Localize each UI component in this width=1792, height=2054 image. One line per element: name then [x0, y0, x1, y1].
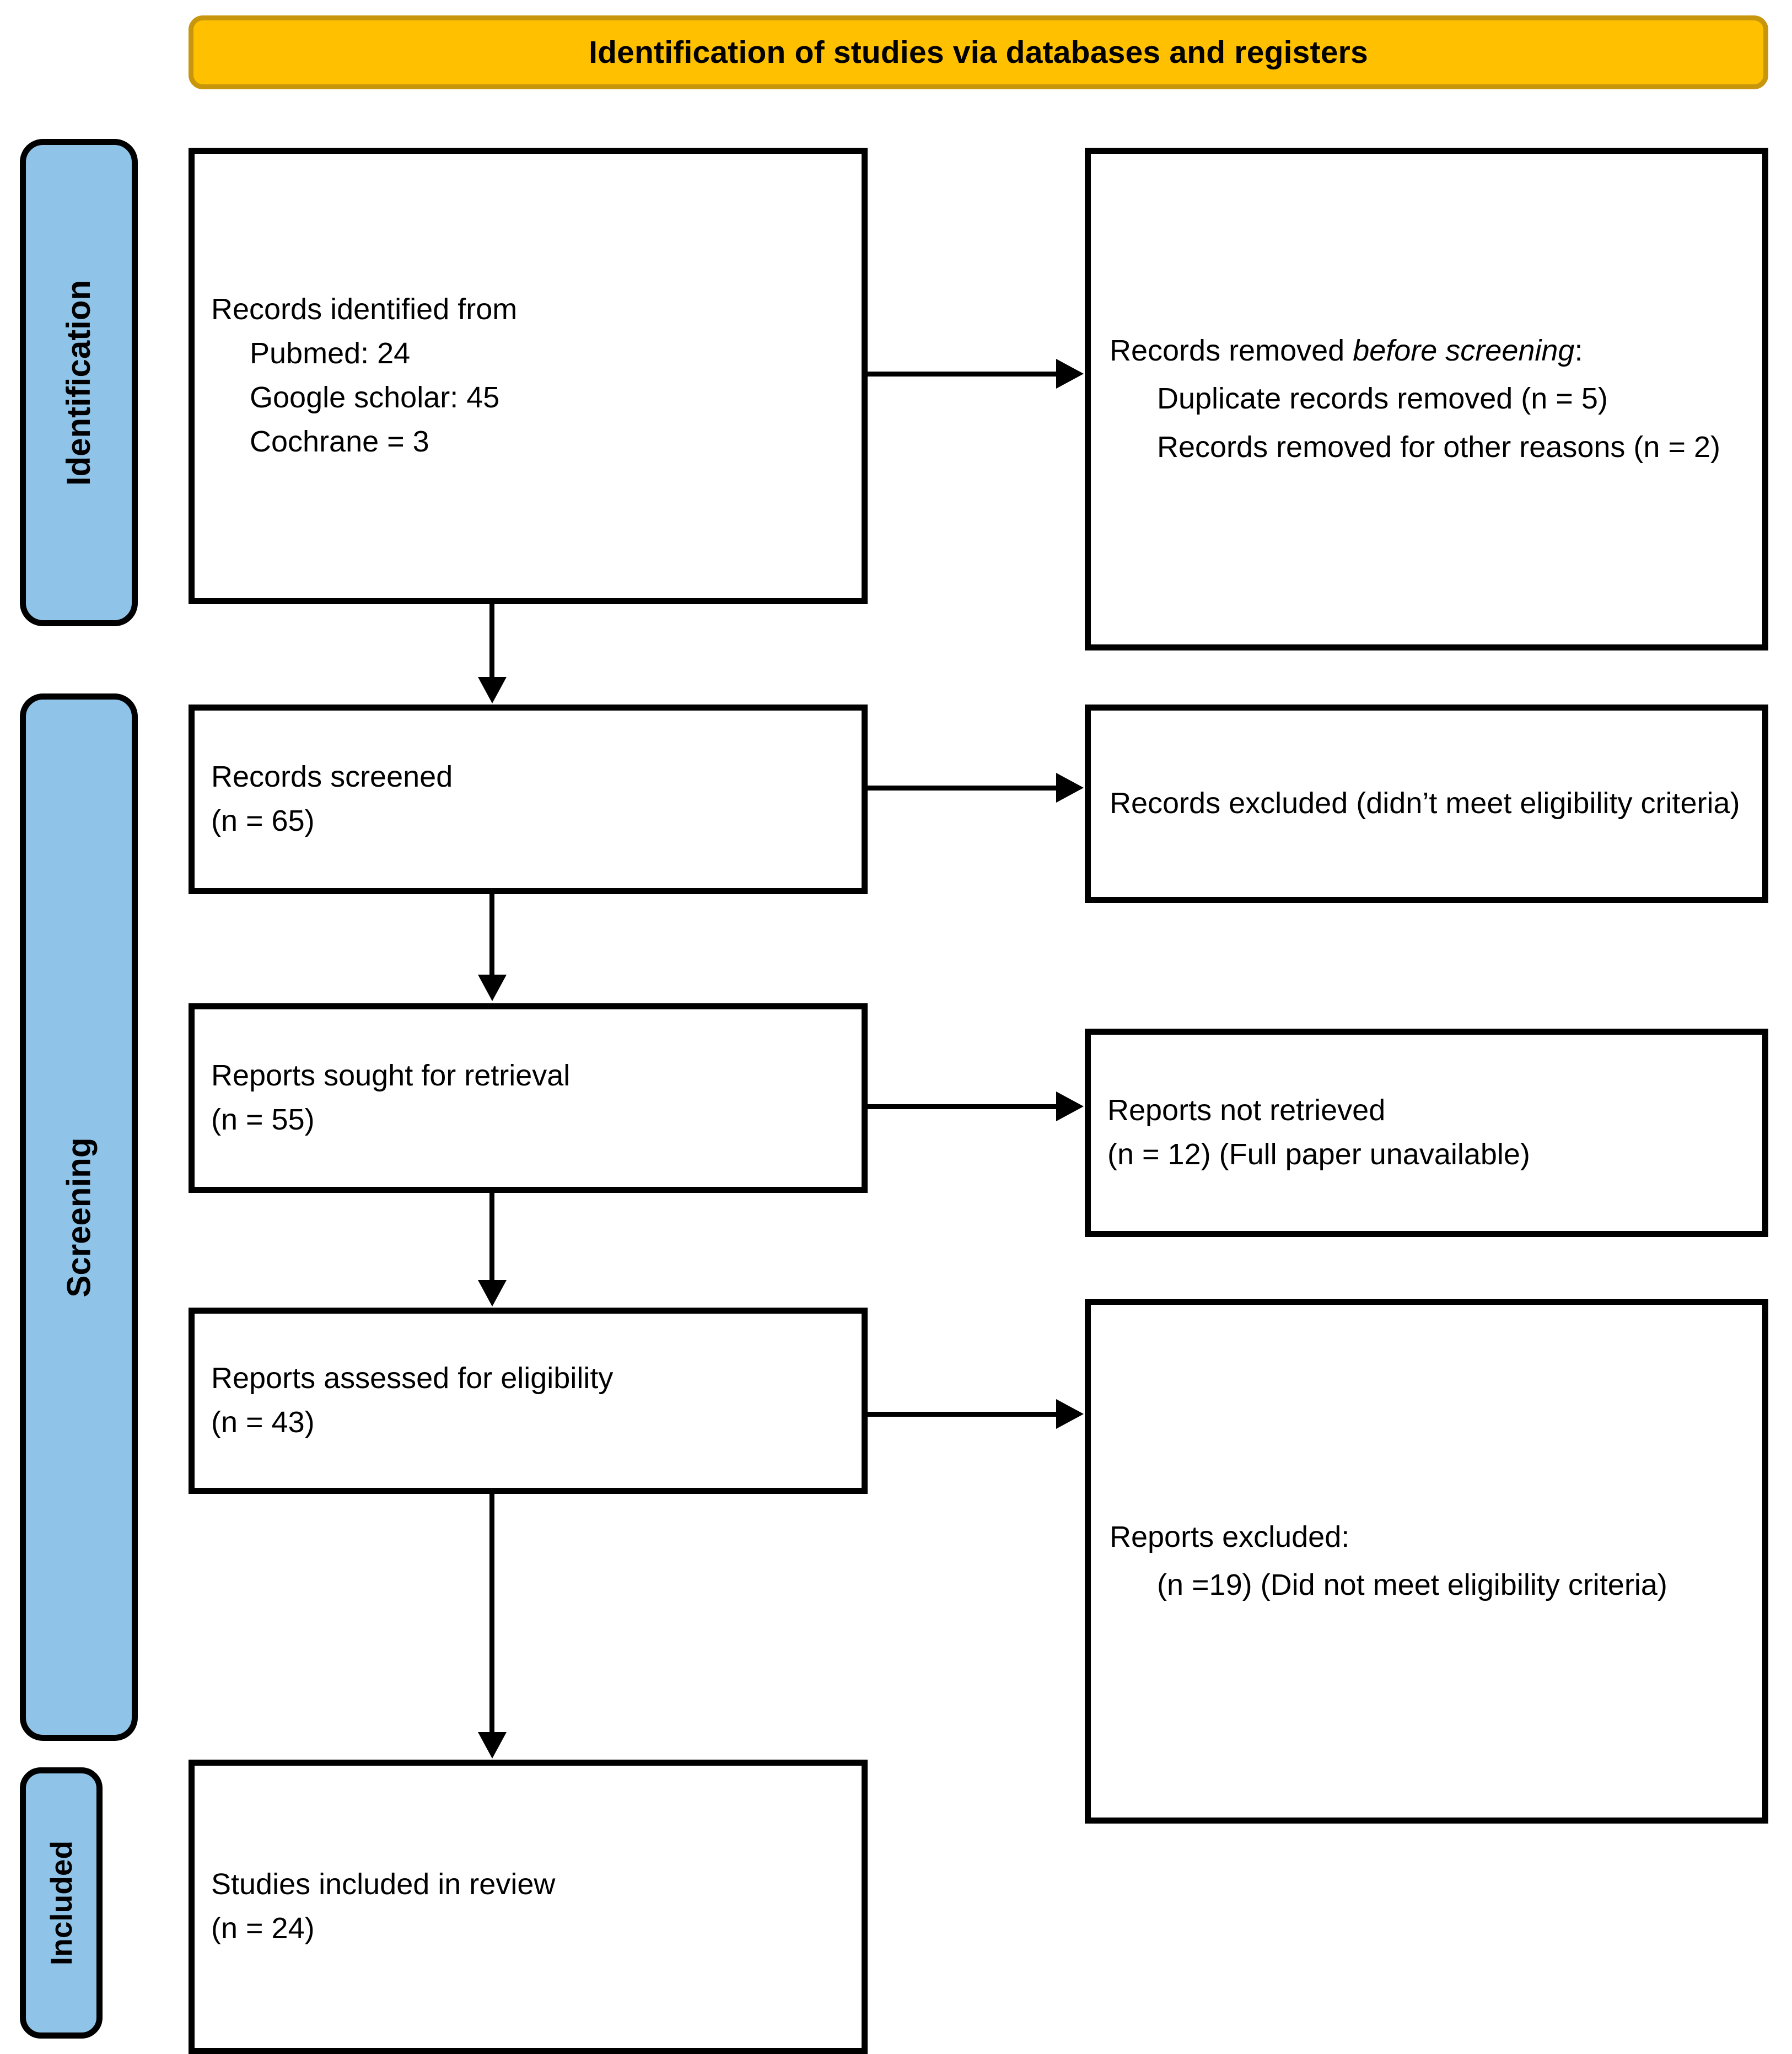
connector-sought-to-assessed-line — [489, 1193, 494, 1281]
reports-assessed-title: Reports assessed for eligibility — [211, 1362, 614, 1395]
stage-label-included: Included — [20, 1767, 103, 2039]
records-screened-count: (n = 65) — [211, 804, 315, 837]
box-records-excluded: Records excluded (didn’t meet eligibilit… — [1085, 705, 1768, 903]
reports-not-retrieved-count: (n = 12) (Full paper unavailable) — [1107, 1138, 1530, 1171]
records-removed-lead-italic: before screening — [1353, 334, 1575, 367]
connector-assessed-to-reports-excluded-arrow — [1056, 1399, 1084, 1429]
stage-label-identification: Identification — [20, 139, 138, 626]
connector-assessed-to-included-line — [489, 1494, 494, 1733]
records-identified-source-google-scholar: Google scholar: 45 — [250, 381, 500, 414]
connector-screened-to-sought-arrow — [478, 975, 507, 1001]
records-removed-lead-tail: : — [1574, 334, 1583, 367]
box-reports-not-retrieved: Reports not retrieved (n = 12) (Full pap… — [1085, 1029, 1768, 1237]
connector-identified-to-removed-arrow — [1056, 359, 1084, 389]
box-reports-excluded: Reports excluded: (n =19) (Did not meet … — [1085, 1299, 1768, 1824]
connector-screened-to-excluded-arrow — [1056, 773, 1084, 803]
connector-screened-to-sought-line — [489, 894, 494, 976]
connector-sought-to-not-retrieved-line — [868, 1104, 1057, 1109]
records-removed-lead: Records removed before screening: — [1091, 327, 1762, 375]
connector-sought-to-not-retrieved-arrow — [1056, 1091, 1084, 1121]
reports-excluded-detail: (n =19) (Did not meet eligibility criter… — [1157, 1568, 1667, 1601]
box-records-identified: Records identified from Pubmed: 24 Googl… — [189, 148, 868, 604]
records-excluded-text: Records excluded (didn’t meet eligibilit… — [1110, 787, 1740, 820]
reports-sought-count: (n = 55) — [211, 1103, 315, 1136]
connector-sought-to-assessed-arrow — [478, 1280, 507, 1306]
records-screened-title: Records screened — [211, 760, 453, 794]
box-records-screened: Records screened (n = 65) — [189, 705, 868, 894]
diagram-header-banner: Identification of studies via databases … — [189, 15, 1768, 89]
stage-label-screening: Screening — [20, 693, 138, 1741]
connector-screened-to-excluded-line — [868, 786, 1057, 791]
box-studies-included: Studies included in review (n = 24) — [189, 1760, 868, 2054]
connector-identified-to-screened-arrow — [478, 677, 507, 703]
stage-label-identification-text: Identification — [60, 279, 98, 486]
records-removed-item-other-reasons: Records removed for other reasons (n = 2… — [1157, 430, 1720, 464]
connector-identified-to-removed-line — [868, 372, 1057, 377]
reports-sought-title: Reports sought for retrieval — [211, 1059, 571, 1093]
stage-label-included-text: Included — [44, 1840, 78, 1966]
diagram-title: Identification of studies via databases … — [589, 35, 1368, 70]
stage-label-screening-text: Screening — [60, 1137, 98, 1298]
records-removed-lead-plain: Records removed — [1110, 334, 1353, 367]
box-reports-assessed: Reports assessed for eligibility (n = 43… — [189, 1308, 868, 1494]
box-records-removed-before-screening: Records removed before screening: Duplic… — [1085, 148, 1768, 650]
reports-assessed-count: (n = 43) — [211, 1406, 315, 1439]
records-removed-item-duplicates: Duplicate records removed (n = 5) — [1157, 382, 1608, 416]
connector-identified-to-screened-line — [489, 604, 494, 678]
reports-not-retrieved-title: Reports not retrieved — [1107, 1094, 1386, 1127]
reports-excluded-title: Reports excluded: — [1110, 1520, 1350, 1553]
records-identified-source-cochrane: Cochrane = 3 — [250, 424, 429, 458]
studies-included-count: (n = 24) — [211, 1912, 315, 1945]
connector-assessed-to-included-arrow — [478, 1732, 507, 1759]
box-reports-sought: Reports sought for retrieval (n = 55) — [189, 1003, 868, 1193]
studies-included-title: Studies included in review — [211, 1868, 556, 1901]
connector-assessed-to-reports-excluded-line — [868, 1412, 1057, 1417]
records-identified-title: Records identified from — [211, 293, 518, 326]
records-identified-source-pubmed: Pubmed: 24 — [250, 337, 411, 370]
